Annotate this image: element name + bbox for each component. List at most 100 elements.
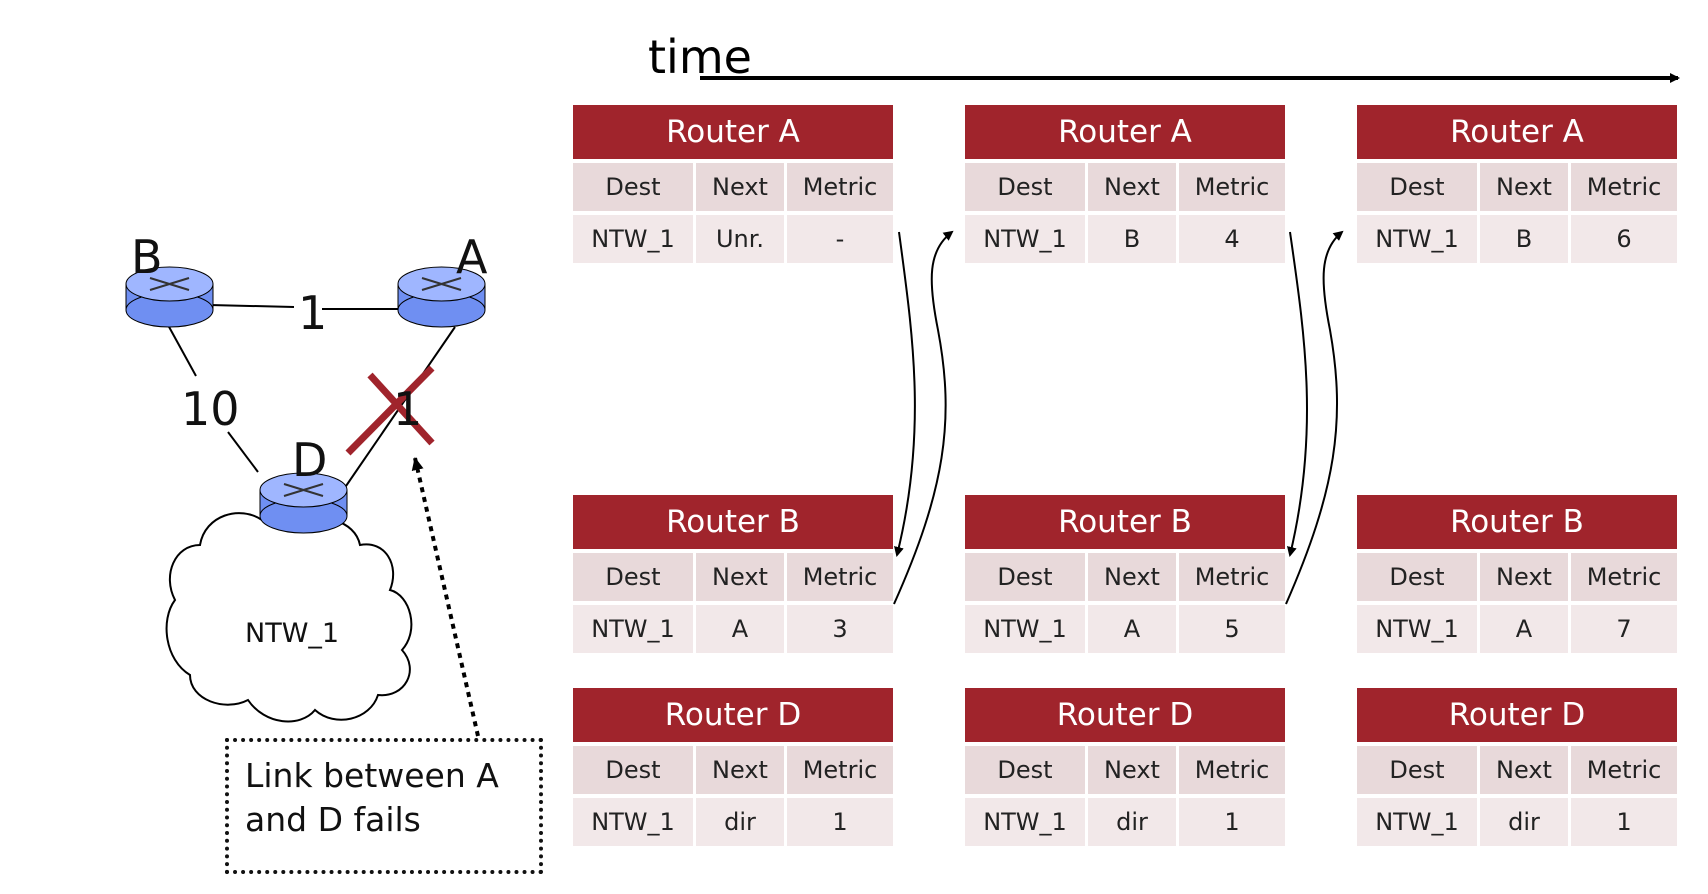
col-header-next: Next	[1088, 553, 1176, 601]
table-header-row: Dest Next Metric	[573, 553, 893, 601]
failure-callout: Link between A and D fails	[225, 738, 543, 874]
table-title: Router D	[573, 688, 893, 742]
callout-arrow	[411, 457, 480, 737]
link-b-d	[167, 324, 197, 377]
update-arrow-b-to-a-1	[893, 230, 954, 605]
weight-b-a: 1	[298, 286, 328, 340]
cell-dest: NTW_1	[1357, 798, 1477, 846]
cell-metric: -	[787, 215, 893, 263]
col-header-metric: Metric	[787, 746, 893, 794]
update-arrow-a-to-b-1	[894, 231, 916, 557]
col-header-next: Next	[1480, 553, 1568, 601]
col-header-metric: Metric	[1179, 553, 1285, 601]
col-header-next: Next	[1088, 746, 1176, 794]
table-title: Router A	[1357, 105, 1677, 159]
cell-next: A	[696, 605, 784, 653]
table-row: NTW_1 A 5	[965, 605, 1285, 653]
cell-dest: NTW_1	[965, 605, 1085, 653]
update-arrow-b-to-a-2	[1285, 230, 1344, 605]
col-header-next: Next	[1480, 746, 1568, 794]
col-header-dest: Dest	[1357, 553, 1477, 601]
col-header-dest: Dest	[1357, 163, 1477, 211]
cell-metric: 4	[1179, 215, 1285, 263]
update-arrows	[893, 230, 1344, 605]
table-header-row: Dest Next Metric	[573, 163, 893, 211]
table-header-row: Dest Next Metric	[1357, 746, 1677, 794]
col-header-metric: Metric	[1571, 163, 1677, 211]
cell-next: A	[1480, 605, 1568, 653]
table-header-row: Dest Next Metric	[965, 163, 1285, 211]
node-label-a: A	[456, 230, 488, 284]
cell-next: B	[1088, 215, 1176, 263]
table-row: NTW_1 B 4	[965, 215, 1285, 263]
cell-metric: 5	[1179, 605, 1285, 653]
col-header-metric: Metric	[1571, 553, 1677, 601]
link-b-d-2	[227, 431, 259, 473]
router-d-icon	[259, 472, 348, 534]
cell-dest: NTW_1	[1357, 215, 1477, 263]
cell-next: dir	[1480, 798, 1568, 846]
table-header-row: Dest Next Metric	[965, 553, 1285, 601]
cell-dest: NTW_1	[573, 215, 693, 263]
cell-next: Unr.	[696, 215, 784, 263]
weight-a-d: 1	[393, 382, 423, 436]
table-title: Router A	[965, 105, 1285, 159]
col-header-dest: Dest	[573, 746, 693, 794]
table-title: Router B	[1357, 495, 1677, 549]
link-b-a	[209, 304, 295, 308]
snapshot-1-router-a-table: Router A Dest Next Metric NTW_1 Unr. -	[573, 105, 893, 263]
snapshot-2-router-b-table: Router B Dest Next Metric NTW_1 A 5	[965, 495, 1285, 653]
col-header-dest: Dest	[965, 746, 1085, 794]
weight-b-d: 10	[181, 382, 240, 436]
cell-metric: 1	[1179, 798, 1285, 846]
col-header-next: Next	[696, 163, 784, 211]
router-a-icon	[397, 266, 486, 328]
table-header-row: Dest Next Metric	[1357, 553, 1677, 601]
table-title: Router B	[965, 495, 1285, 549]
cloud-icon	[165, 508, 413, 723]
table-row: NTW_1 dir 1	[573, 798, 893, 846]
table-row: NTW_1 A 7	[1357, 605, 1677, 653]
col-header-dest: Dest	[965, 163, 1085, 211]
table-header-row: Dest Next Metric	[573, 746, 893, 794]
cell-metric: 1	[787, 798, 893, 846]
node-label-b: B	[131, 230, 163, 284]
cell-dest: NTW_1	[965, 215, 1085, 263]
table-title: Router B	[573, 495, 893, 549]
col-header-next: Next	[696, 746, 784, 794]
table-row: NTW_1 Unr. -	[573, 215, 893, 263]
col-header-dest: Dest	[1357, 746, 1477, 794]
cell-dest: NTW_1	[573, 605, 693, 653]
col-header-next: Next	[1088, 163, 1176, 211]
col-header-next: Next	[696, 553, 784, 601]
cell-next: dir	[696, 798, 784, 846]
table-title: Router D	[965, 688, 1285, 742]
col-header-dest: Dest	[965, 553, 1085, 601]
table-row: NTW_1 A 3	[573, 605, 893, 653]
failure-x-icon	[345, 365, 435, 456]
snapshot-3-router-d-table: Router D Dest Next Metric NTW_1 dir 1	[1357, 688, 1677, 846]
cell-metric: 7	[1571, 605, 1677, 653]
col-header-metric: Metric	[787, 163, 893, 211]
cell-dest: NTW_1	[573, 798, 693, 846]
cell-metric: 1	[1571, 798, 1677, 846]
table-title: Router A	[573, 105, 893, 159]
snapshot-3-router-b-table: Router B Dest Next Metric NTW_1 A 7	[1357, 495, 1677, 653]
cell-dest: NTW_1	[1357, 605, 1477, 653]
snapshot-1-router-d-table: Router D Dest Next Metric NTW_1 dir 1	[573, 688, 893, 846]
col-header-next: Next	[1480, 163, 1568, 211]
cell-next: B	[1480, 215, 1568, 263]
snapshot-1-router-b-table: Router B Dest Next Metric NTW_1 A 3	[573, 495, 893, 653]
cell-dest: NTW_1	[965, 798, 1085, 846]
table-header-row: Dest Next Metric	[1357, 163, 1677, 211]
router-b-icon	[125, 266, 214, 328]
table-row: NTW_1 dir 1	[1357, 798, 1677, 846]
cell-metric: 3	[787, 605, 893, 653]
col-header-metric: Metric	[787, 553, 893, 601]
cell-metric: 6	[1571, 215, 1677, 263]
col-header-metric: Metric	[1179, 163, 1285, 211]
snapshot-2-router-d-table: Router D Dest Next Metric NTW_1 dir 1	[965, 688, 1285, 846]
col-header-metric: Metric	[1571, 746, 1677, 794]
table-row: NTW_1 B 6	[1357, 215, 1677, 263]
